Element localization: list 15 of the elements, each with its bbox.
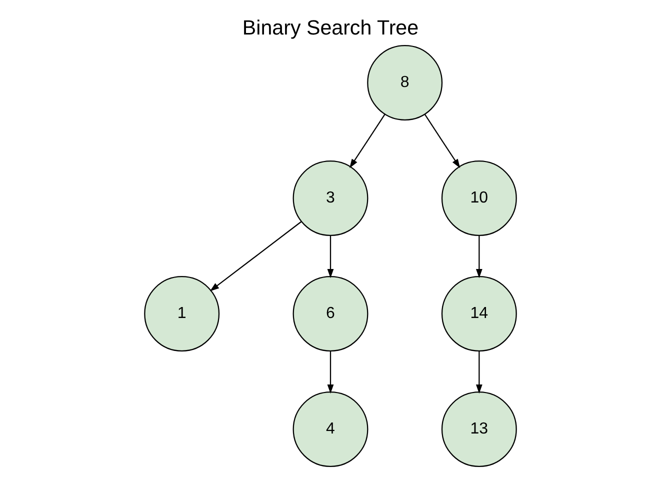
- arrow: [475, 235, 482, 278]
- arrow: [209, 220, 302, 291]
- arrow: [326, 235, 334, 278]
- arrow: [424, 113, 460, 168]
- arrow: [349, 113, 385, 168]
- diagram-title: Binary Search Tree: [242, 16, 418, 40]
- node-circle: 8: [366, 44, 442, 120]
- node-circle: 10: [440, 160, 516, 236]
- arrow: [326, 350, 334, 394]
- node-circle: 13: [440, 391, 516, 466]
- node-circle: 3: [292, 160, 368, 236]
- node-circle: 14: [440, 276, 516, 351]
- node-circle: 4: [292, 391, 368, 466]
- arrow: [475, 350, 482, 394]
- node-circle: 6: [292, 276, 368, 351]
